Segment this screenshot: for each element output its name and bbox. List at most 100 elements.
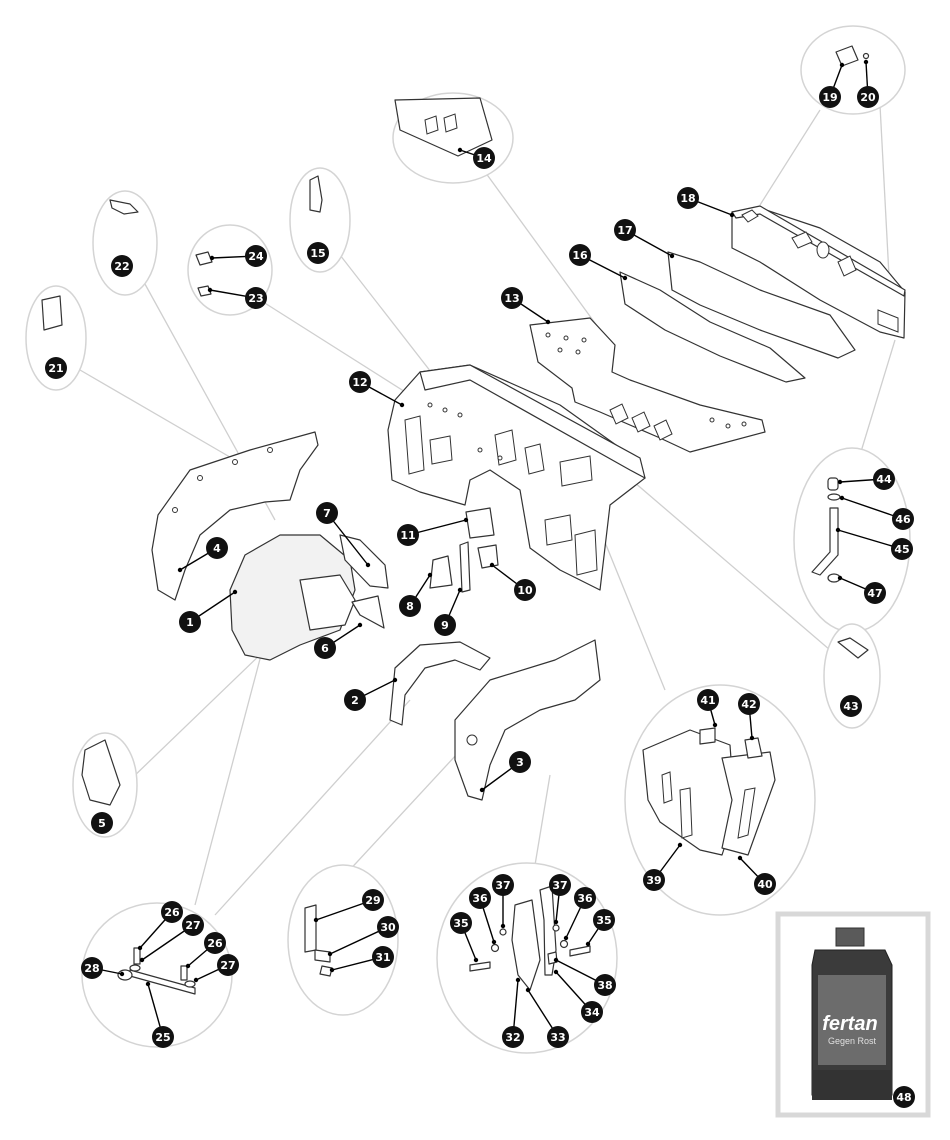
leader-tip-28 (119, 971, 125, 977)
part-number-label-20: 20 (860, 91, 876, 104)
part-badge-circle-37a (492, 874, 514, 896)
leader-tip-33 (525, 987, 531, 993)
drain-tube (811, 477, 841, 583)
hinge-assembly (469, 885, 591, 991)
part-badge-11: 11 (397, 524, 419, 546)
part-badge-circle-1 (179, 611, 201, 633)
leader-tip-6 (357, 622, 363, 628)
part-number-label-6: 6 (321, 642, 329, 655)
bracket-7 (339, 534, 389, 589)
leader-tip-32 (515, 977, 521, 983)
leader-tip-7 (365, 562, 371, 568)
part-badge-circle-41 (697, 689, 719, 711)
part-number-label-36a: 36 (472, 892, 488, 905)
callout-connectors (79, 104, 896, 916)
part-number-label-40: 40 (757, 878, 773, 891)
part-number-label-26b: 26 (207, 937, 223, 950)
part-badge-19: 19 (819, 86, 841, 108)
stay-assembly (117, 947, 196, 995)
leader-tip-19 (839, 62, 845, 68)
leader-tip-35b (585, 941, 591, 947)
part-number-label-23: 23 (248, 292, 263, 305)
part-badge-24: 24 (245, 245, 267, 267)
part-number-label-3: 3 (516, 756, 524, 769)
leader-tip-11 (463, 517, 469, 523)
part-number-label-37b: 37 (552, 879, 567, 892)
leader-tip-8 (427, 572, 433, 578)
leader-tip-36b (563, 935, 569, 941)
floor-section-13 (529, 317, 766, 453)
part-badge-33: 33 (547, 1026, 569, 1048)
part-badge-6: 6 (314, 637, 336, 659)
leader-tip-14 (457, 147, 463, 153)
leader-tip-10 (489, 562, 495, 568)
part-badge-2: 2 (344, 689, 366, 711)
part-badge-31: 31 (372, 946, 394, 968)
part-badge-9: 9 (434, 614, 456, 636)
leader-tip-9 (457, 587, 463, 593)
part-badge-circle-44 (873, 468, 895, 490)
part-badge-46: 46 (892, 508, 914, 530)
part-number-label-4: 4 (213, 542, 221, 555)
leader-tip-35a (473, 957, 479, 963)
leader-tip-46 (839, 495, 845, 501)
sound-deadening-panels (619, 251, 856, 383)
leader-tip-29 (313, 917, 319, 923)
part-badge-circle-24 (245, 245, 267, 267)
part-badge-circle-42 (738, 693, 760, 715)
part-number-label-29: 29 (365, 894, 380, 907)
part-badge-circle-14 (473, 147, 495, 169)
leader-tip-13 (545, 319, 551, 325)
part-badge-26a: 26 (161, 901, 183, 923)
leader-tip-18 (729, 212, 735, 218)
part-badge-36b: 36 (574, 887, 596, 909)
panel-39-40 (642, 727, 776, 856)
part-number-label-22: 22 (114, 260, 129, 273)
part-number-label-48: 48 (896, 1091, 911, 1104)
part-badge-circle-36b (574, 887, 596, 909)
part-number-label-19: 19 (822, 91, 837, 104)
leader-tip-26a (137, 945, 143, 951)
part-number-label-18: 18 (680, 192, 695, 205)
part-number-label-10: 10 (517, 584, 533, 597)
part-badge-3: 3 (509, 751, 531, 773)
leader-tip-17 (669, 253, 675, 259)
part-badge-circle-11 (397, 524, 419, 546)
fertan-brand-text: fertan (822, 1013, 878, 1035)
part-badge-circle-46 (892, 508, 914, 530)
part-badge-circle-35b (593, 909, 615, 931)
part-badge-circle-4 (206, 537, 228, 559)
part-badge-18: 18 (677, 187, 699, 209)
part-badge-37b: 37 (549, 874, 571, 896)
part-number-label-41: 41 (700, 694, 715, 707)
part-badge-circle-9 (434, 614, 456, 636)
part-badge-23: 23 (245, 287, 267, 309)
inner-wheelarch-4 (151, 431, 319, 601)
leader-tip-27a (139, 957, 145, 963)
part-number-label-39: 39 (646, 874, 661, 887)
part-number-label-35b: 35 (596, 914, 611, 927)
part-number-label-27b: 27 (220, 959, 235, 972)
part-badge-circle-5 (91, 812, 113, 834)
part-badge-circle-32 (502, 1026, 524, 1048)
part-badge-5: 5 (91, 812, 113, 834)
part-badge-circle-26a (161, 901, 183, 923)
part-badge-circle-30 (377, 916, 399, 938)
part-badge-42: 42 (738, 693, 760, 715)
fertan-product-box: fertan Gegen Rost (775, 911, 931, 1118)
part-badge-40: 40 (754, 873, 776, 895)
part-number-label-47: 47 (867, 587, 882, 600)
part-badge-circle-27b (217, 954, 239, 976)
leader-tip-44 (837, 479, 843, 485)
part-badge-13: 13 (501, 287, 523, 309)
part-badge-39: 39 (643, 869, 665, 891)
part-number-label-33: 33 (550, 1031, 565, 1044)
part-number-label-28: 28 (84, 962, 99, 975)
fertan-bottle (811, 927, 893, 1100)
leader-tip-36a (491, 939, 497, 945)
part-number-label-44: 44 (876, 473, 892, 486)
part-badge-circle-8 (399, 595, 421, 617)
part-number-label-37a: 37 (495, 879, 510, 892)
part-badge-circle-33 (547, 1026, 569, 1048)
